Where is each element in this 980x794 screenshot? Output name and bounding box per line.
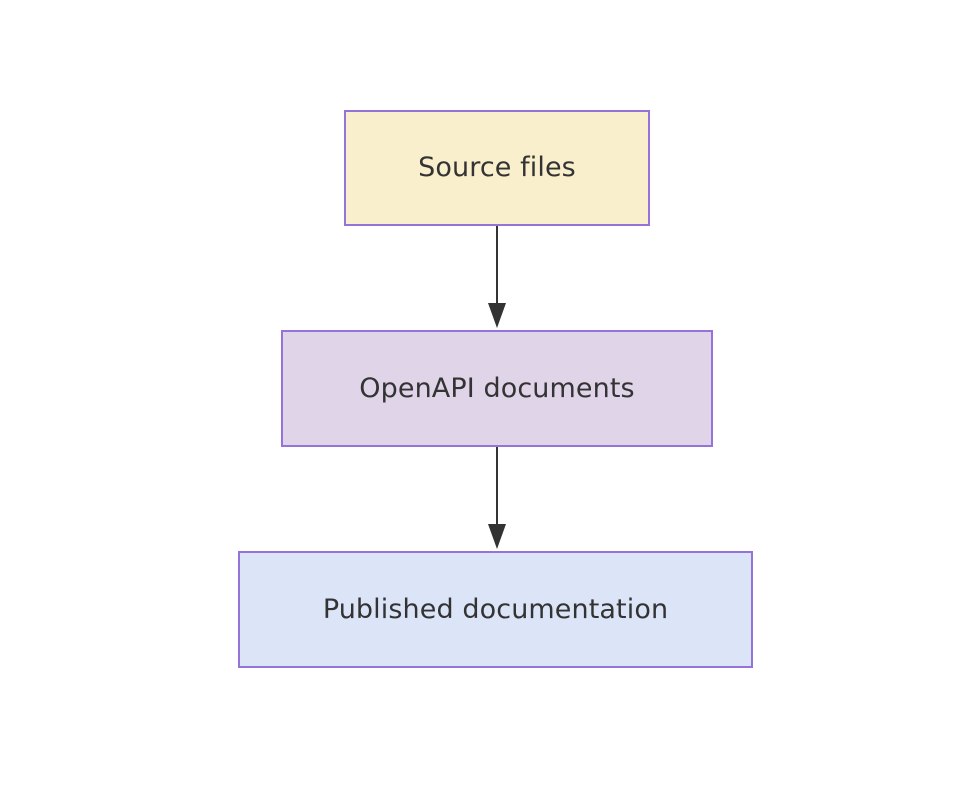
node-source-files[interactable]: Source files	[344, 110, 650, 226]
arrowhead-icon	[488, 524, 506, 549]
node-label: Source files	[418, 152, 576, 184]
arrowhead-icon	[488, 303, 506, 328]
node-label: OpenAPI documents	[359, 372, 635, 404]
node-label: Published documentation	[322, 593, 669, 625]
node-published-documentation[interactable]: Published documentation	[238, 551, 753, 668]
node-openapi-documents[interactable]: OpenAPI documents	[281, 330, 713, 447]
